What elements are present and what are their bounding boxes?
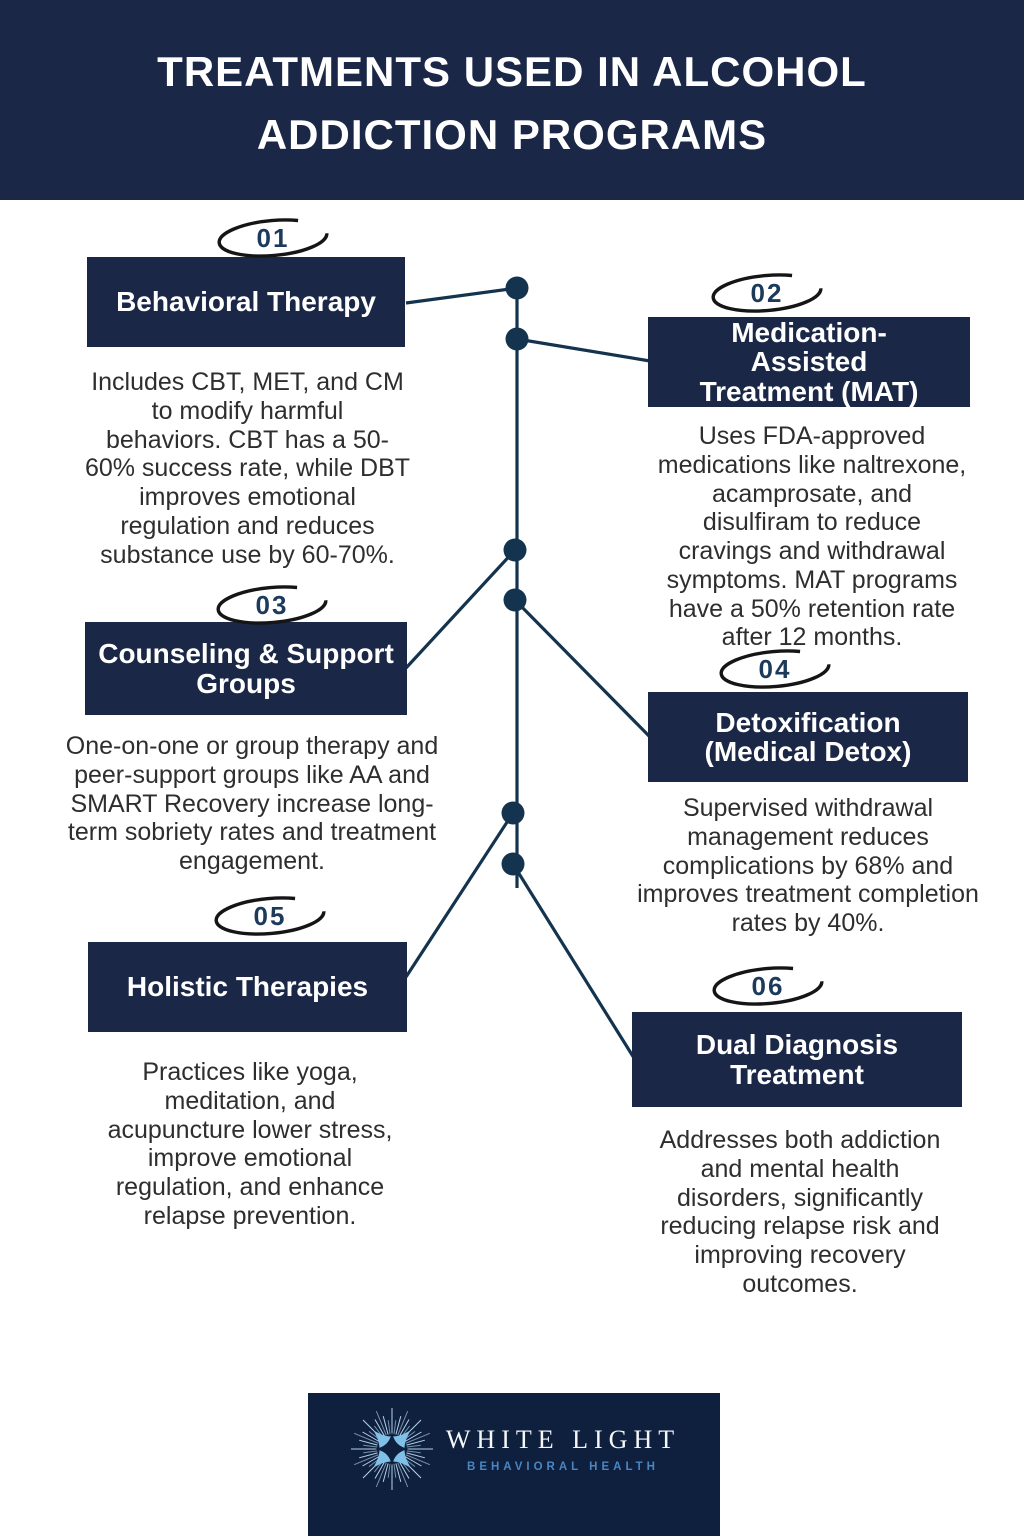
treatment-box-holistic-therapies: Holistic Therapies [88, 942, 407, 1032]
section-06-number: 06 [751, 970, 785, 1001]
section-01-number: 01 [256, 222, 290, 253]
brand-name: WHITE LIGHT [445, 1425, 681, 1454]
treatment-box-detoxification: Detoxification (Medical Detox) [648, 692, 968, 782]
treatment-description-behavioral-therapy: Includes CBT, MET, and CM to modify harm… [84, 368, 411, 569]
section-04-number: 04 [758, 653, 792, 684]
sketch-ellipse-icon [216, 585, 328, 625]
treatment-box-medication-assisted-treatment: Medication- Assisted Treatment (MAT) [648, 317, 970, 407]
brand-text: WHITE LIGHT BEHAVIORAL HEALTH [446, 1425, 680, 1473]
header-band: TREATMENTS USED IN ALCOHOL ADDICTION PRO… [0, 0, 1024, 200]
footer-card: WHITE LIGHT BEHAVIORAL HEALTH [308, 1393, 720, 1536]
section-05-badge: 05 [210, 892, 330, 940]
sketch-ellipse-icon [712, 966, 824, 1006]
treatment-description-dual-diagnosis: Addresses both addiction and mental heal… [659, 1126, 941, 1298]
sketch-ellipse-icon [214, 896, 326, 936]
treatment-description-detoxification: Supervised withdrawal management reduces… [637, 794, 979, 937]
starburst-icon [350, 1408, 433, 1490]
section-02-number: 02 [750, 277, 784, 308]
section-03-number: 03 [255, 589, 289, 620]
brand-tagline: BEHAVIORAL HEALTH [467, 1461, 659, 1473]
treatment-box-counseling-support-groups: Counseling & Support Groups [85, 622, 407, 715]
treatment-description-counseling-support-groups: One-on-one or group therapy and peer-sup… [65, 732, 439, 875]
section-05-number: 05 [253, 900, 287, 931]
connector-lines [404, 286, 652, 1059]
section-02-badge: 02 [707, 269, 827, 317]
page-title: TREATMENTS USED IN ALCOHOL ADDICTION PRO… [157, 48, 867, 158]
section-03-badge: 03 [212, 581, 332, 629]
treatment-description-medication-assisted-treatment: Uses FDA-approved medications like naltr… [657, 422, 967, 652]
brand-lockup: WHITE LIGHT BEHAVIORAL HEALTH [348, 1405, 680, 1493]
section-06-badge: 06 [708, 962, 828, 1010]
sketch-ellipse-icon [719, 649, 831, 689]
connector-dots [501, 276, 529, 876]
treatment-description-holistic-therapies: Practices like yoga, meditation, and acu… [107, 1058, 393, 1230]
treatment-box-behavioral-therapy: Behavioral Therapy [87, 257, 405, 347]
sketch-ellipse-icon [217, 218, 329, 258]
sketch-ellipse-icon [711, 273, 823, 313]
treatment-box-dual-diagnosis: Dual Diagnosis Treatment [632, 1012, 962, 1107]
section-01-badge: 01 [213, 214, 333, 262]
section-04-badge: 04 [715, 645, 835, 693]
